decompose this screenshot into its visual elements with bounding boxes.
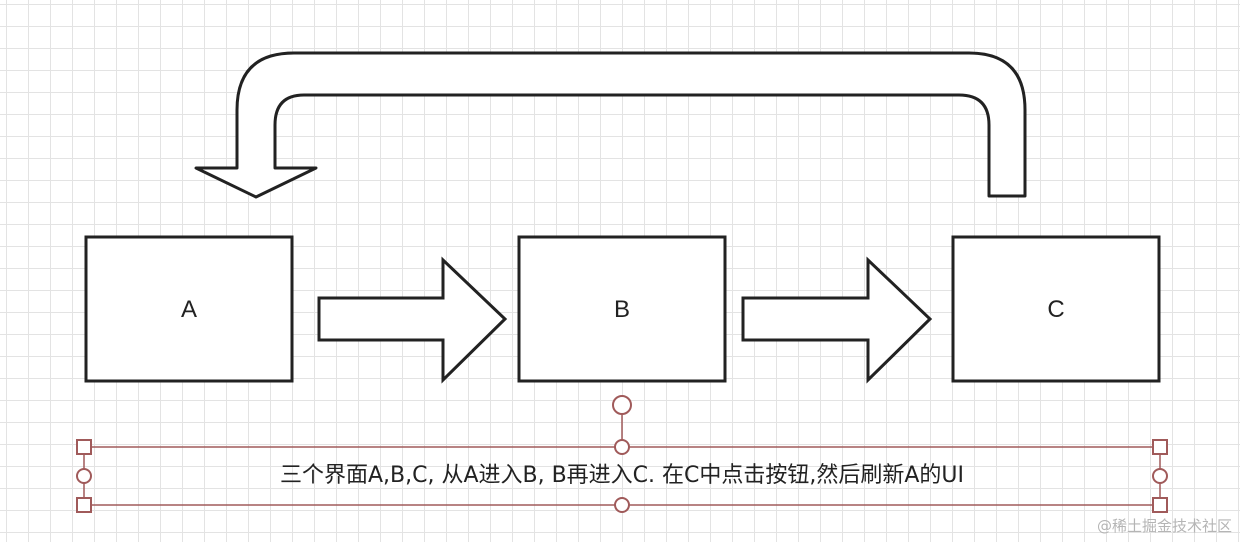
arrow-a-to-b[interactable]: [317, 256, 508, 384]
resize-handle-bottom[interactable]: [614, 497, 630, 513]
watermark: @稀土掘金技术社区: [1096, 517, 1232, 535]
node-a-box[interactable]: [84, 235, 294, 383]
resize-handle-left[interactable]: [76, 468, 92, 484]
resize-handle-top-right[interactable]: [1152, 439, 1168, 455]
node-c-box[interactable]: [951, 235, 1161, 383]
arrow-c-to-a[interactable]: [194, 51, 1027, 199]
resize-handle-bottom-left[interactable]: [76, 497, 92, 513]
node-b-box[interactable]: [517, 235, 727, 383]
rotate-handle[interactable]: [612, 395, 632, 415]
resize-handle-right[interactable]: [1152, 468, 1168, 484]
arrow-b-to-c[interactable]: [741, 256, 933, 384]
node-c-label: C: [1047, 296, 1065, 323]
node-b-label: B: [613, 296, 630, 323]
resize-handle-top[interactable]: [614, 439, 630, 455]
node-a-label: A: [180, 296, 197, 323]
caption-text[interactable]: 三个界面A,B,C, 从A进入B, B再进入C. 在C中点击按钮,然后刷新A的U…: [279, 463, 965, 488]
resize-handle-top-left[interactable]: [76, 439, 92, 455]
resize-handle-bottom-right[interactable]: [1152, 497, 1168, 513]
